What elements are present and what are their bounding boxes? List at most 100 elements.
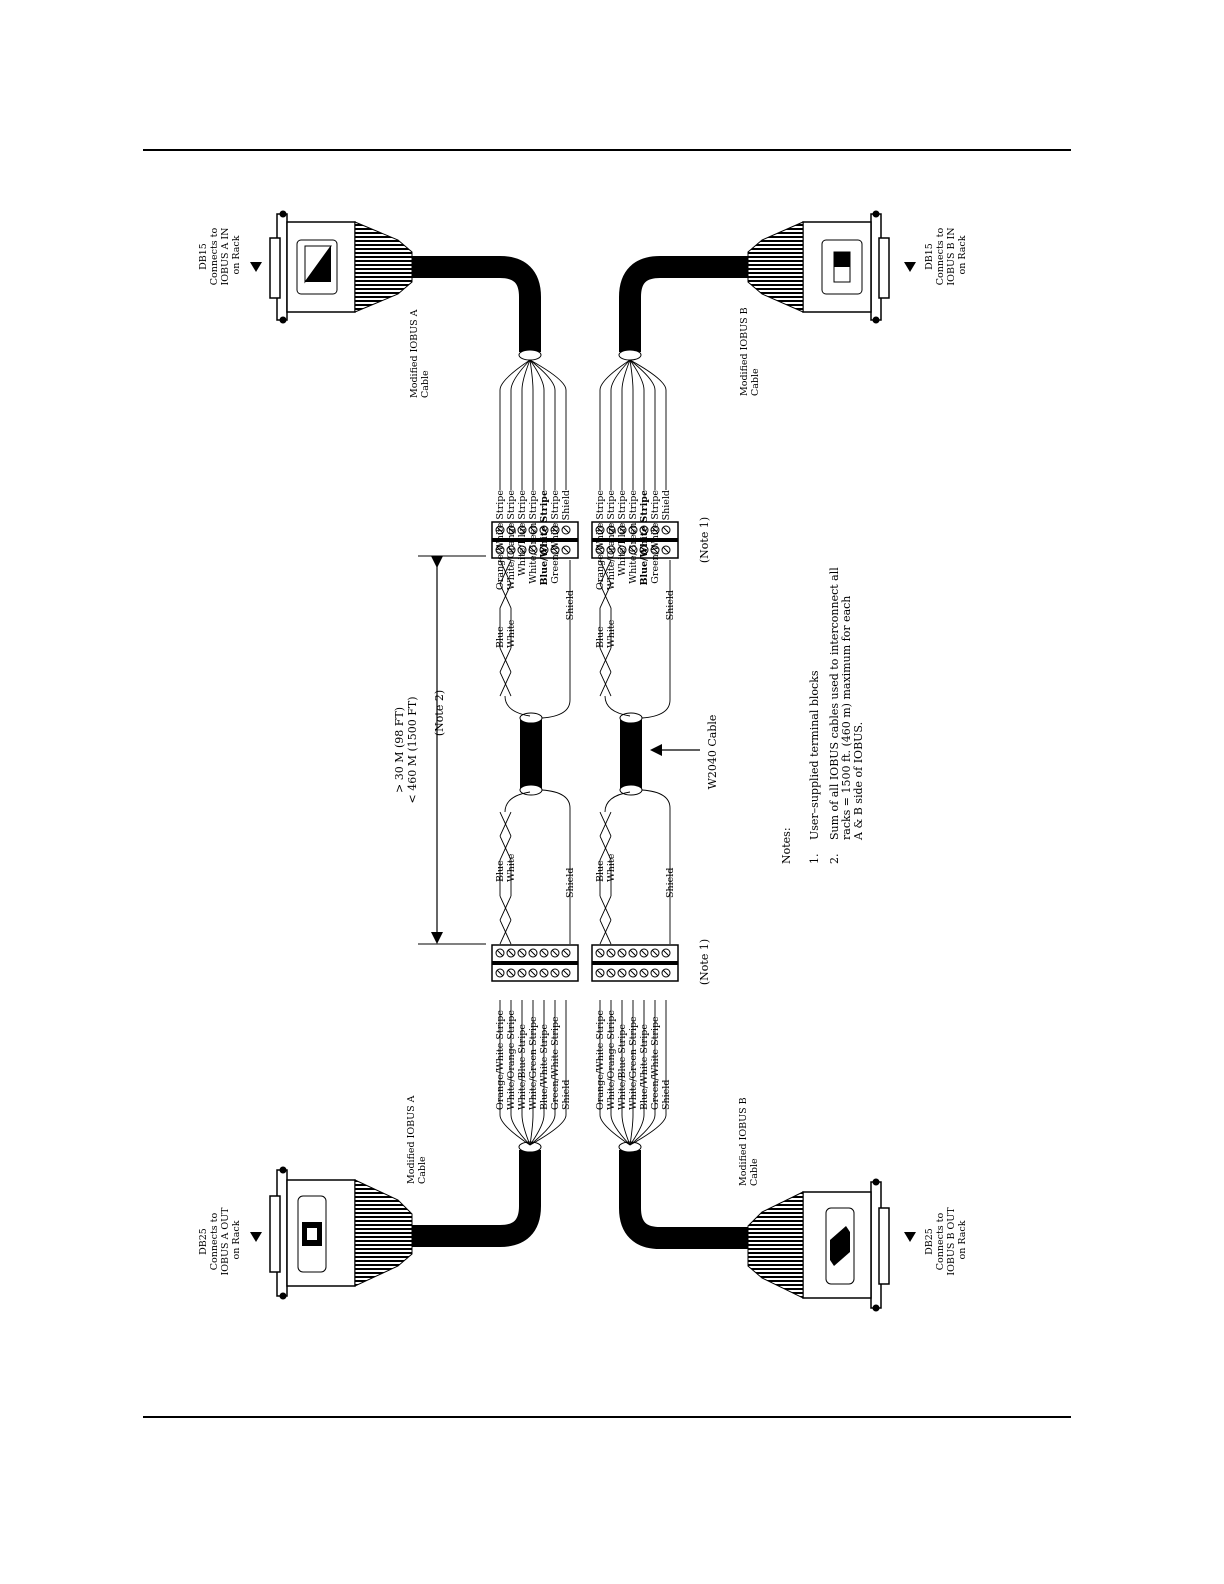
fan-wire bbox=[529, 1000, 556, 1146]
terminal-block bbox=[491, 944, 579, 982]
bottom-rule bbox=[143, 1416, 1071, 1418]
terminal-note-bottom: (Note 1) bbox=[698, 939, 711, 985]
pair-label-blue: Blue bbox=[595, 860, 606, 882]
cable-a-bottom bbox=[412, 1150, 541, 1247]
pair-label-blue: Blue bbox=[495, 860, 506, 882]
terminal-block bbox=[591, 944, 679, 982]
cable-a-top bbox=[412, 256, 541, 352]
wire-label: Green/White Stripe bbox=[650, 1016, 661, 1110]
fan-wire bbox=[510, 1000, 531, 1146]
label-db15-b: DB15 Connects to IOBUS B IN on Rack bbox=[924, 224, 968, 285]
db25-connector-a bbox=[269, 1166, 413, 1300]
note-1-number: 1. bbox=[808, 854, 821, 865]
pair-into-cable bbox=[504, 695, 531, 717]
fan-wire bbox=[621, 1000, 631, 1146]
fan-wire bbox=[610, 359, 631, 490]
wire-label: Orange/White Stripe bbox=[595, 1010, 606, 1110]
pair-straight bbox=[499, 860, 512, 896]
db15-connector-b bbox=[747, 210, 890, 324]
wire-label: Shield bbox=[661, 1080, 672, 1110]
wire-label: White/Green Stripe bbox=[628, 490, 639, 584]
wire-label: White/Green Stripe bbox=[628, 1016, 639, 1110]
fan-wire bbox=[629, 1000, 634, 1146]
pair-into-cable bbox=[604, 695, 631, 717]
wire-label: White/Orange Stripe bbox=[606, 490, 617, 590]
terminal-blocks bbox=[491, 521, 679, 982]
label-modified-b-top: Modified IOBUS B Cable bbox=[739, 304, 761, 396]
notes-heading: Notes: bbox=[780, 827, 793, 864]
fan-wire bbox=[599, 1000, 631, 1146]
fan-wire bbox=[629, 359, 667, 490]
fan-wire bbox=[621, 359, 631, 490]
fan-wire bbox=[529, 1000, 545, 1146]
pair-straight bbox=[599, 860, 612, 896]
wire-fans bbox=[499, 359, 667, 1146]
fan-wire bbox=[610, 1000, 631, 1146]
wire-label: White/Green Stripe bbox=[528, 490, 539, 584]
twisted-pair bbox=[599, 895, 612, 945]
wire-label: White/Green Stripe bbox=[528, 1016, 539, 1110]
cable-end-caps bbox=[518, 349, 643, 1153]
note-2-number: 2. bbox=[828, 854, 841, 865]
fan-wire bbox=[629, 1000, 645, 1146]
twisted-pair bbox=[499, 811, 512, 861]
label-db25-a: DB25 Connects to IOBUS A OUT on Rack bbox=[198, 1204, 242, 1275]
wire-label: White/Orange Stripe bbox=[506, 490, 517, 590]
wire-label: Orange/White Stripe bbox=[495, 490, 506, 590]
terminal-block bbox=[591, 521, 679, 559]
note-1-text: User–supplied terminal blocks bbox=[808, 670, 821, 840]
fan-wire bbox=[629, 359, 656, 490]
pair-straight bbox=[499, 608, 512, 648]
fan-wire bbox=[499, 1000, 531, 1146]
fan-wire bbox=[529, 359, 556, 490]
wire-label: White/Blue Stripe bbox=[517, 1024, 528, 1110]
twisted-pair bbox=[499, 559, 512, 609]
fan-wire bbox=[529, 1000, 567, 1146]
pair-label-white: White bbox=[506, 619, 517, 648]
pair-out-of-cable bbox=[604, 791, 631, 813]
fan-wire bbox=[529, 359, 545, 490]
wire-label: White/Orange Stripe bbox=[606, 1010, 617, 1110]
connector-label-arrows bbox=[250, 262, 916, 1242]
dimension-note: (Note 2) bbox=[433, 690, 446, 736]
wire-label: Orange/White Stripe bbox=[495, 1010, 506, 1110]
twisted-pair bbox=[599, 811, 612, 861]
label-modified-a-top: Modified IOBUS A Cable bbox=[409, 306, 431, 398]
wire-label: Shield bbox=[561, 1080, 572, 1110]
wire-label: Green/White Stripe bbox=[550, 490, 561, 584]
dimension-max: < 460 M (1500 FT) bbox=[406, 696, 419, 803]
fan-wire bbox=[510, 359, 531, 490]
twisted-pair bbox=[599, 559, 612, 609]
fan-wire bbox=[629, 1000, 656, 1146]
wire-label: Blue/White Stripe bbox=[639, 490, 650, 586]
wire-label: Green/White Stripe bbox=[650, 490, 661, 584]
wire-label: Shield bbox=[561, 490, 572, 520]
label-db15-a: DB15 Connects to IOBUS A IN on Rack bbox=[198, 224, 242, 285]
cable-b-top bbox=[619, 256, 748, 352]
label-modified-b-bottom: Modified IOBUS B Cable bbox=[738, 1094, 760, 1186]
fan-wire bbox=[629, 1000, 667, 1146]
wire-label: Blue/White Stripe bbox=[539, 1024, 550, 1110]
label-db25-b: DB25 Connects to IOBUS B OUT on Rack bbox=[924, 1204, 968, 1275]
db15-connector-a bbox=[269, 210, 413, 324]
terminal-note-top: (Note 1) bbox=[698, 517, 711, 563]
wire-label: Shield bbox=[661, 490, 672, 520]
pair-label-blue: Blue bbox=[595, 626, 606, 648]
w2040-label: W2040 Cable bbox=[706, 715, 719, 790]
pair-out-of-cable bbox=[504, 791, 531, 813]
fan-wire bbox=[529, 359, 534, 490]
fan-wire bbox=[521, 359, 531, 490]
db25-connector-b bbox=[747, 1178, 890, 1312]
shield-label: Shield bbox=[565, 868, 576, 898]
shield-label: Shield bbox=[665, 590, 676, 620]
shield-label: Shield bbox=[565, 590, 576, 620]
wire-label: White/Blue Stripe bbox=[517, 490, 528, 576]
pair-straight bbox=[599, 608, 612, 648]
wire-label: Blue/White Stripe bbox=[639, 1024, 650, 1110]
fan-wire bbox=[499, 359, 531, 490]
top-rule bbox=[143, 149, 1071, 151]
cable-b-bottom bbox=[619, 1150, 748, 1249]
twisted-pair bbox=[599, 647, 612, 697]
